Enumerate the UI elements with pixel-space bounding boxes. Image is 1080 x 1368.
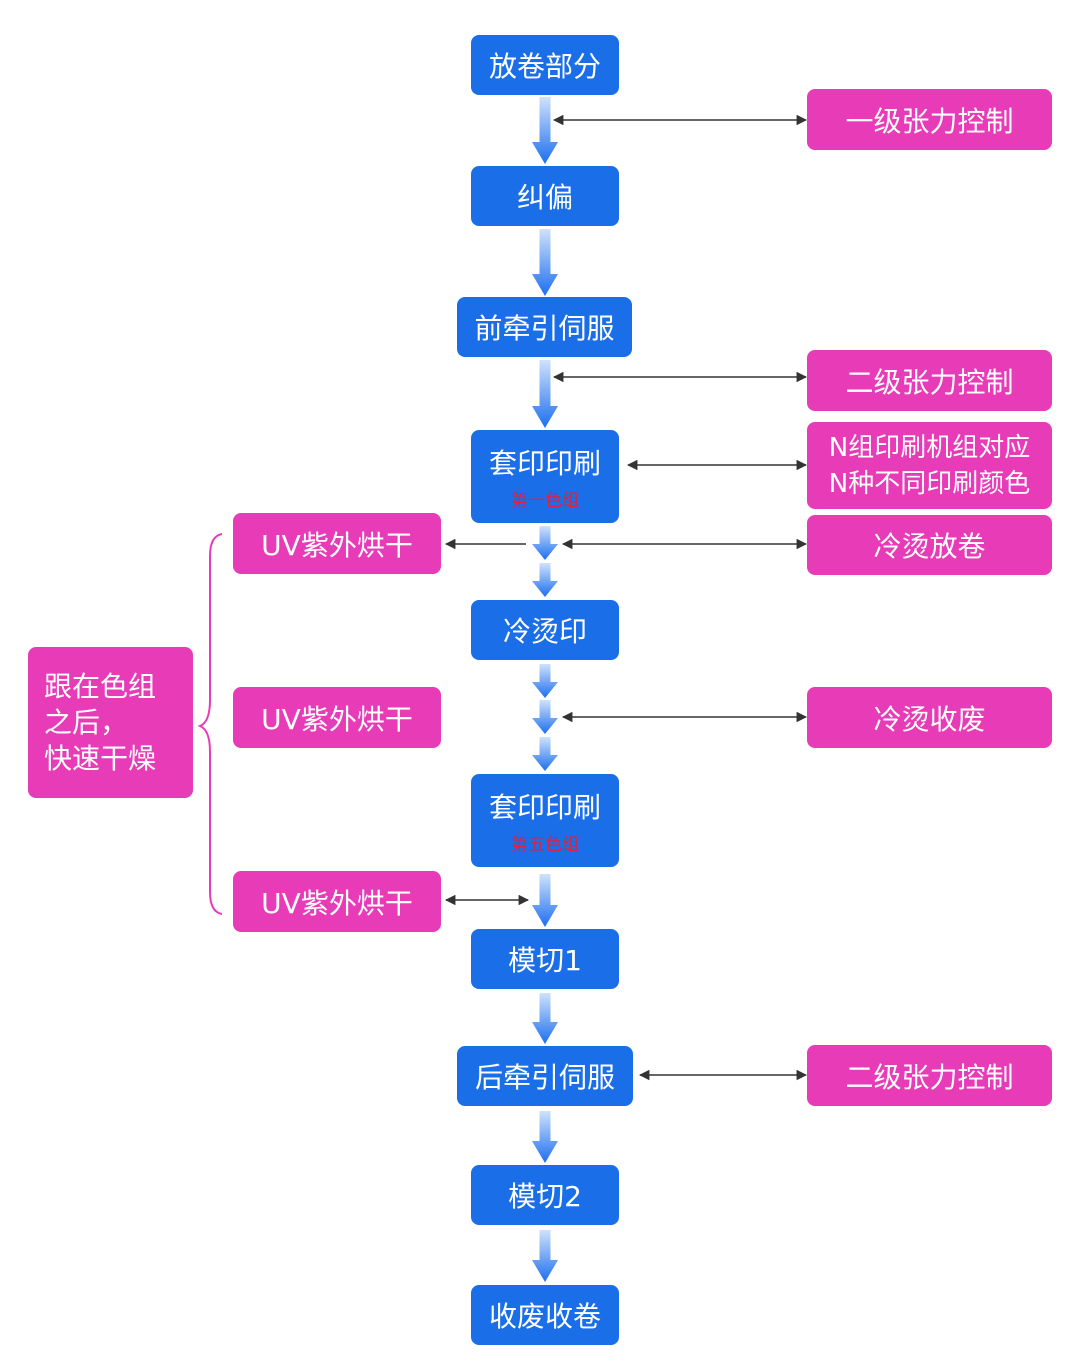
side-n-groups-line1: N组印刷机组对应 (828, 432, 1031, 463)
side-cold-unwind[interactable]: 冷烫放卷 (807, 515, 1052, 575)
flow-arrow-8 (532, 737, 558, 771)
node-correction-label: 纠偏 (516, 181, 573, 214)
node-cold-foil-label: 冷烫印 (502, 615, 587, 648)
side-note[interactable]: 跟在色组 之后， 快速干燥 (28, 647, 193, 798)
side-n-groups[interactable]: N组印刷机组对应 N种不同印刷颜色 (807, 422, 1052, 509)
flow-arrow-1 (532, 97, 558, 164)
flow-arrow-4 (532, 526, 558, 560)
flow-arrow-10 (532, 993, 558, 1044)
node-print1[interactable]: 套印印刷 第一色组 (471, 430, 619, 523)
side-cold-unwind-label: 冷烫放卷 (873, 530, 986, 563)
side-note-line3: 快速干燥 (44, 741, 157, 775)
side-tension1-label: 一级张力控制 (845, 104, 1014, 138)
side-uv1-label: UV紫外烘干 (261, 528, 413, 562)
side-tension2-label: 二级张力控制 (845, 365, 1014, 399)
flow-arrow-2 (532, 229, 558, 296)
uv-group-brace (197, 533, 223, 915)
node-cold-foil[interactable]: 冷烫印 (471, 600, 619, 660)
side-uv2-label: UV紫外烘干 (261, 702, 413, 736)
node-waste-rewind[interactable]: 收废收卷 (471, 1285, 619, 1345)
side-cold-waste[interactable]: 冷烫收废 (807, 687, 1052, 748)
flow-arrow-11 (532, 1111, 558, 1163)
node-die-cut1[interactable]: 模切1 (471, 929, 619, 989)
side-uv2[interactable]: UV紫外烘干 (233, 687, 441, 748)
side-note-line2: 之后， (44, 705, 129, 739)
node-print5[interactable]: 套印印刷 第五色组 (471, 774, 619, 867)
flow-arrow-9 (532, 874, 558, 927)
node-rear-servo-label: 后牵引伺服 (474, 1061, 615, 1094)
node-print5-sub: 第五色组 (511, 835, 579, 855)
flow-arrow-7 (532, 700, 558, 734)
node-unwind[interactable]: 放卷部分 (471, 35, 619, 95)
side-cold-waste-label: 冷烫收废 (873, 702, 986, 736)
side-uv1[interactable]: UV紫外烘干 (233, 513, 441, 574)
flow-arrows (532, 97, 558, 1282)
node-waste-rewind-label: 收废收卷 (488, 1300, 601, 1333)
side-uv3[interactable]: UV紫外烘干 (233, 871, 441, 932)
side-tension3-label: 二级张力控制 (845, 1060, 1014, 1094)
node-unwind-label: 放卷部分 (488, 50, 601, 83)
side-tension3[interactable]: 二级张力控制 (807, 1045, 1052, 1106)
side-tension1[interactable]: 一级张力控制 (807, 89, 1052, 150)
node-front-servo[interactable]: 前牵引伺服 (457, 297, 632, 357)
side-tension2[interactable]: 二级张力控制 (807, 350, 1052, 411)
node-print5-title: 套印印刷 (488, 791, 601, 824)
node-print1-title: 套印印刷 (488, 447, 601, 480)
node-die-cut2[interactable]: 模切2 (471, 1165, 619, 1225)
side-n-groups-line2: N种不同印刷颜色 (828, 468, 1031, 499)
flow-arrow-3 (532, 360, 558, 428)
node-die-cut1-label: 模切1 (508, 944, 582, 977)
side-uv3-label: UV紫外烘干 (261, 886, 413, 920)
flow-arrow-12 (532, 1230, 558, 1282)
flow-arrow-6 (532, 664, 558, 698)
node-rear-servo[interactable]: 后牵引伺服 (457, 1046, 633, 1106)
node-front-servo-label: 前牵引伺服 (474, 312, 615, 345)
node-correction[interactable]: 纠偏 (471, 166, 619, 226)
side-note-line1: 跟在色组 (44, 669, 157, 703)
node-die-cut2-label: 模切2 (508, 1180, 582, 1213)
flow-arrow-5 (532, 563, 558, 597)
node-print1-sub: 第一色组 (511, 491, 579, 511)
